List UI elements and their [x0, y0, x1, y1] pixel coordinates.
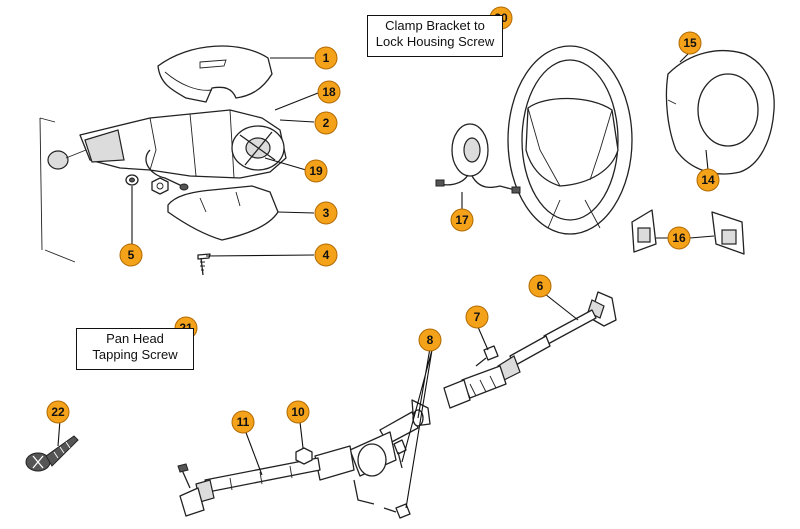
callout-17: 17: [450, 208, 474, 232]
svg-text:7: 7: [474, 310, 481, 324]
tilt-lever: [145, 149, 183, 187]
callout-3: 3: [314, 201, 338, 225]
callout-6: 6: [528, 274, 552, 298]
label-line: Clamp Bracket to: [385, 18, 485, 33]
callout-5: 5: [119, 243, 143, 267]
svg-text:22: 22: [51, 405, 65, 419]
label-line: Tapping Screw: [92, 347, 178, 362]
callout-8: 8: [418, 328, 442, 352]
clockspring-wiring: [439, 174, 516, 191]
upper-shroud: [157, 45, 273, 103]
callout-15: 15: [678, 31, 702, 55]
svg-text:16: 16: [672, 231, 686, 245]
lower-shroud: [167, 185, 279, 241]
label-line: Lock Housing Screw: [375, 34, 495, 49]
svg-text:4: 4: [323, 248, 330, 262]
shroud-screw: [197, 253, 211, 260]
label-line: Pan Head: [106, 331, 164, 346]
svg-text:8: 8: [427, 333, 434, 347]
svg-text:3: 3: [323, 206, 330, 220]
svg-text:15: 15: [683, 36, 697, 50]
callout-14: 14: [696, 168, 720, 192]
nut-10: [295, 447, 313, 465]
callout-16: 16: [667, 226, 691, 250]
svg-text:19: 19: [309, 164, 323, 178]
svg-text:14: 14: [701, 173, 715, 187]
svg-text:10: 10: [291, 405, 305, 419]
tapping-screw-22: [25, 435, 79, 472]
callout-11: 11: [231, 410, 255, 434]
label-pan-head-screw: Pan Head Tapping Screw: [76, 328, 194, 370]
callout-22: 22: [46, 400, 70, 424]
svg-text:5: 5: [128, 248, 135, 262]
callout-18: 18: [317, 80, 341, 104]
callout-1: 1: [314, 46, 338, 70]
upper-intermediate-shaft: [443, 291, 617, 409]
wheel-switches: [631, 209, 745, 255]
column-end-knob: [47, 150, 69, 170]
svg-text:18: 18: [322, 85, 336, 99]
hex-nut: [151, 177, 169, 195]
dash-panel-edge: [39, 117, 76, 263]
steering-column-assembly: [39, 45, 287, 276]
callout-10: 10: [286, 400, 310, 424]
callout-4: 4: [314, 243, 338, 267]
svg-text:2: 2: [323, 116, 330, 130]
svg-text:1: 1: [323, 51, 330, 65]
svg-text:11: 11: [237, 415, 250, 429]
svg-text:17: 17: [455, 213, 469, 227]
callout-7: 7: [465, 305, 489, 329]
steering-wheel-assembly: [435, 45, 633, 235]
lower-intermediate-shaft: [177, 399, 431, 517]
callout-2: 2: [314, 111, 338, 135]
callout-19: 19: [304, 159, 328, 183]
label-clamp-bracket-screw: Clamp Bracket to Lock Housing Screw: [367, 15, 503, 57]
airbag-module: [665, 49, 775, 175]
svg-text:6: 6: [537, 279, 544, 293]
leader-lines: [57, 51, 715, 509]
